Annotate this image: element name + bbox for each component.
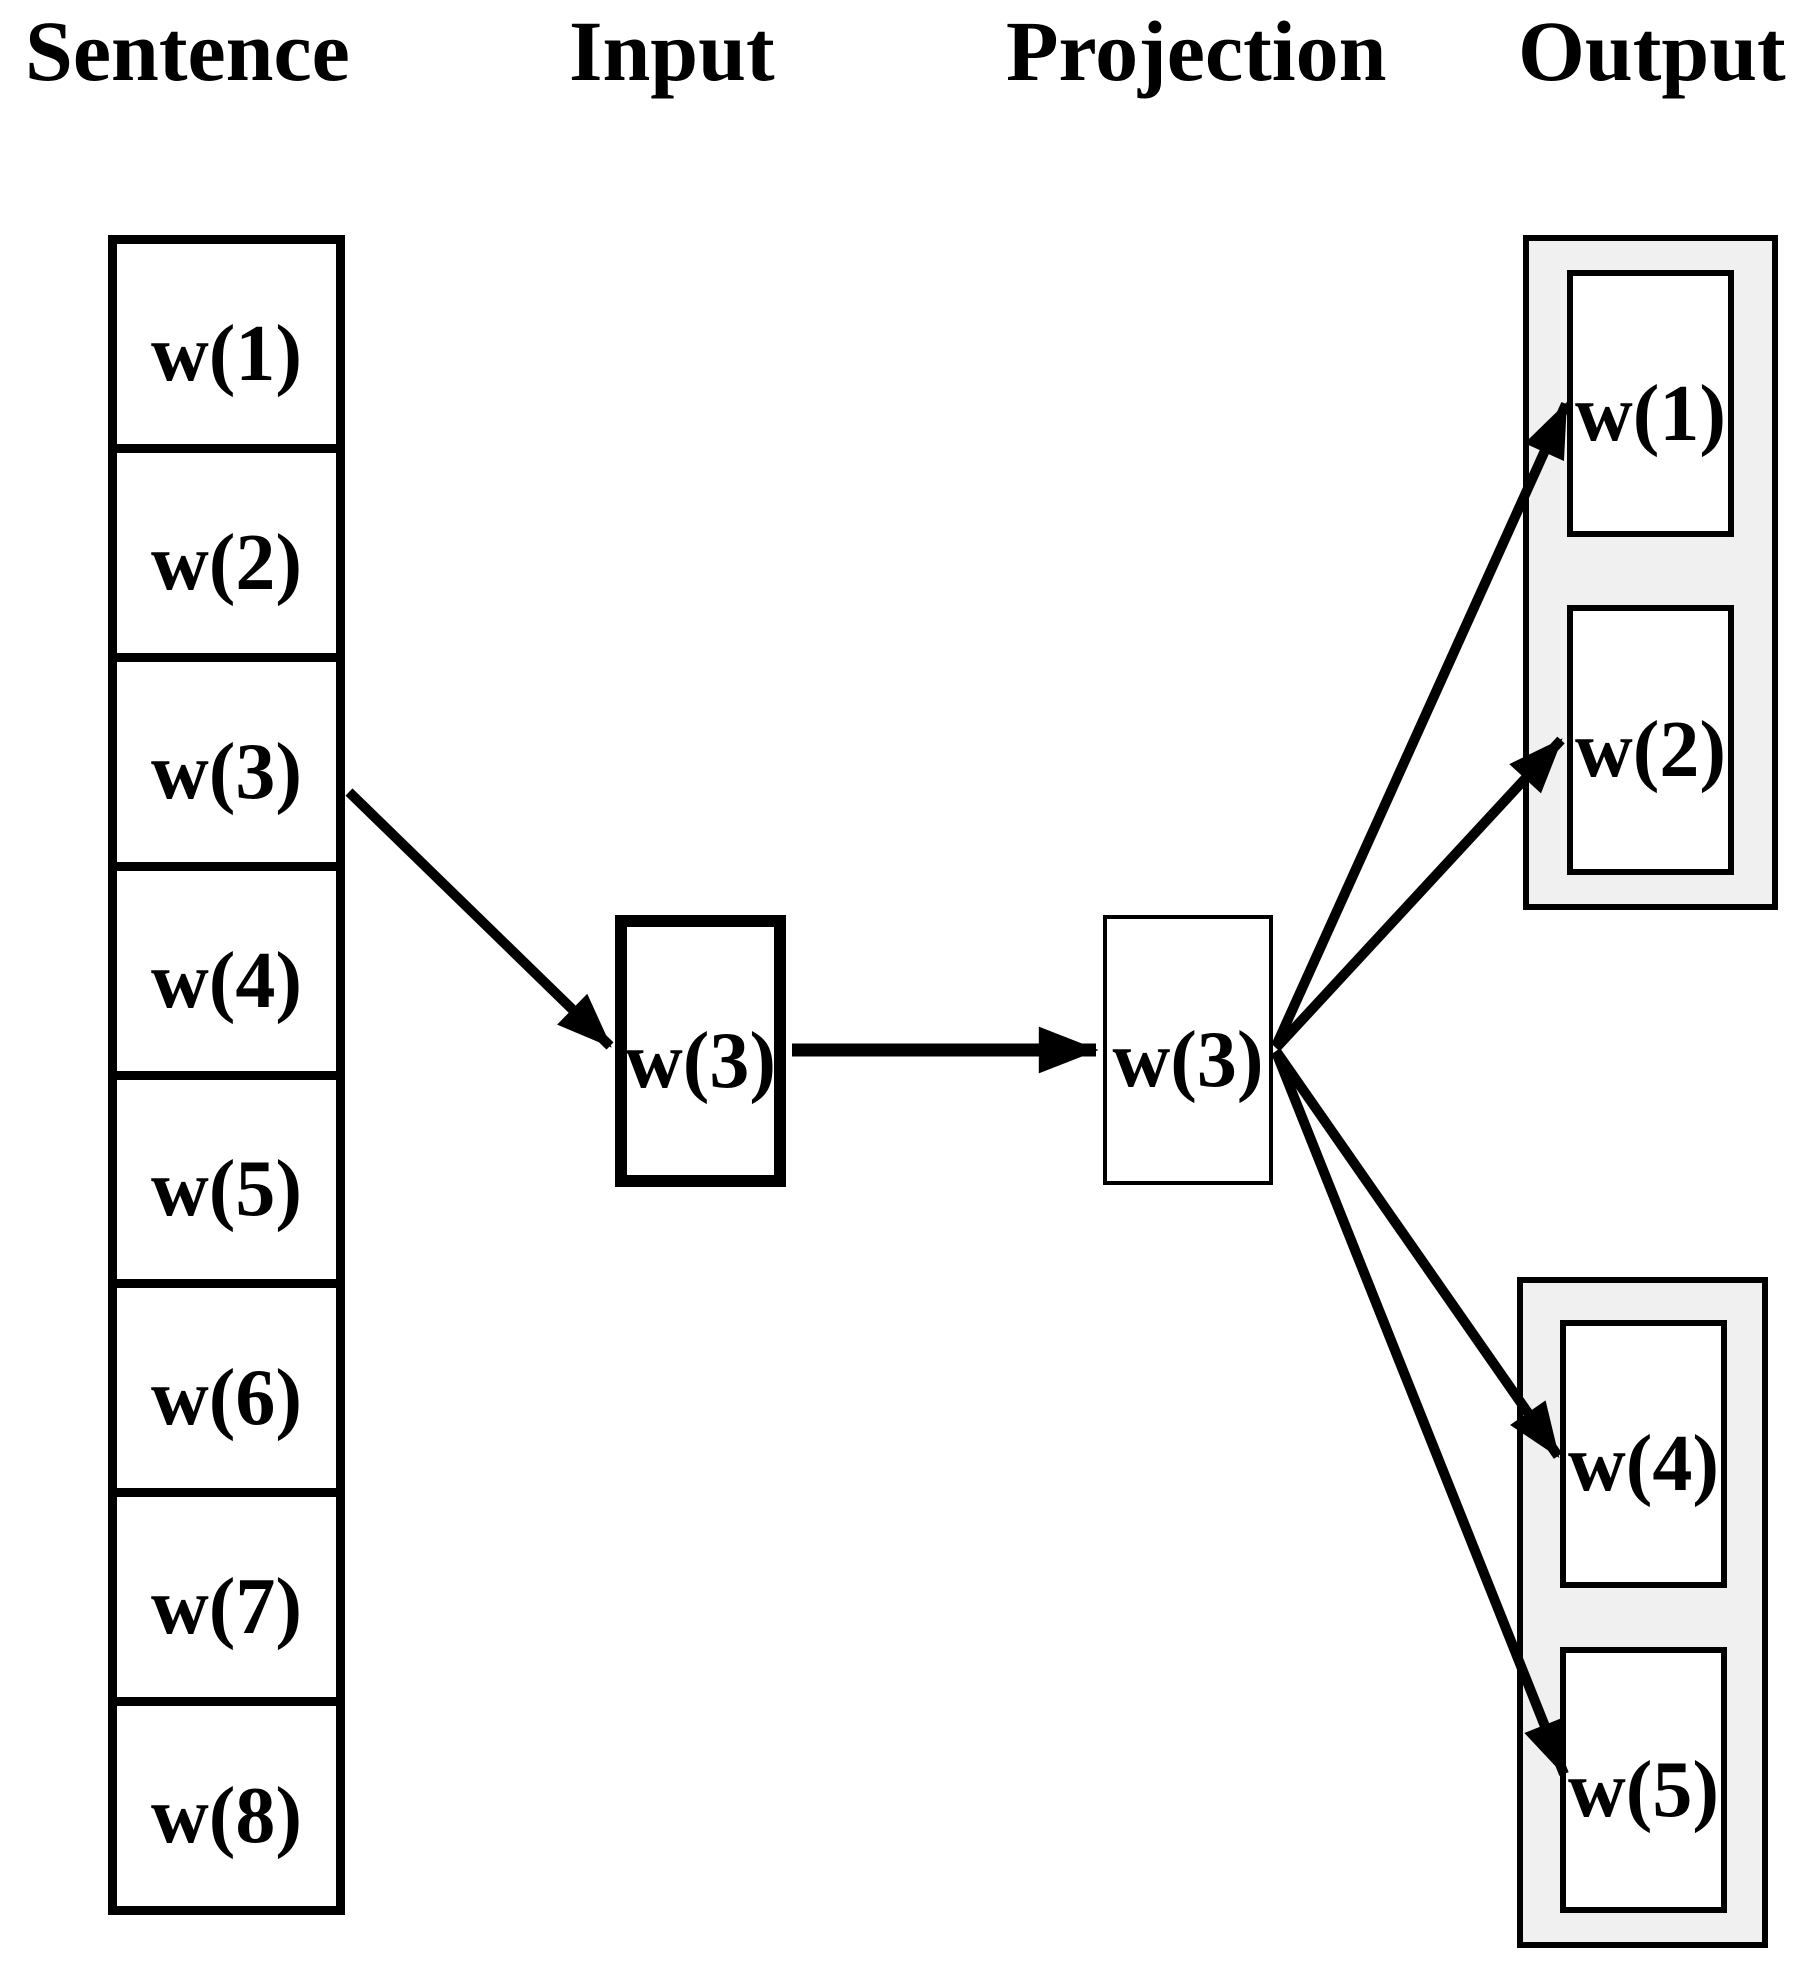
sentence-cell-1: w(1): [117, 244, 336, 444]
sentence-cell-label: w(7): [150, 1563, 303, 1652]
sentence-column: w(1) w(2) w(3) w(4) w(5) w(6) w(7) w(8): [108, 235, 345, 1915]
projection-box-label: w(3): [1112, 1016, 1264, 1104]
output-box-w4: w(4): [1560, 1320, 1727, 1588]
arrow-sentence-to-input: [345, 788, 614, 1050]
column-header-output: Output: [1518, 3, 1786, 99]
sentence-cell-6: w(6): [117, 1279, 336, 1488]
input-box: w(3): [615, 915, 786, 1187]
output-box-label: w(5): [1567, 1746, 1720, 1834]
arrow-projection-to-w2: [1272, 736, 1565, 1052]
sentence-cell-label: w(3): [150, 727, 303, 816]
sentence-cell-label: w(2): [150, 518, 303, 607]
column-header-sentence: Sentence: [25, 3, 350, 99]
column-header-input: Input: [569, 3, 775, 99]
sentence-cell-2: w(2): [117, 443, 336, 653]
output-box-w1: w(1): [1567, 270, 1734, 537]
output-box-label: w(4): [1567, 1420, 1720, 1508]
sentence-cell-label: w(1): [150, 309, 303, 398]
sentence-cell-8: w(8): [117, 1697, 336, 1906]
sentence-cell-5: w(5): [117, 1070, 336, 1280]
sentence-cell-label: w(8): [150, 1772, 303, 1861]
sentence-cell-label: w(5): [150, 1145, 303, 1234]
sentence-cell-label: w(6): [150, 1354, 303, 1443]
output-box-w2: w(2): [1567, 605, 1734, 875]
output-box-label: w(2): [1574, 706, 1727, 794]
column-header-projection: Projection: [1006, 3, 1387, 99]
sentence-cell-label: w(4): [150, 936, 303, 1025]
output-box-label: w(1): [1574, 369, 1727, 458]
sentence-cell-7: w(7): [117, 1488, 336, 1697]
output-box-w5: w(5): [1560, 1647, 1727, 1913]
arrow-projection-to-w4: [1271, 1048, 1563, 1459]
projection-box: w(3): [1103, 915, 1273, 1185]
input-box-label: w(3): [624, 1017, 777, 1105]
sentence-cell-3: w(3): [117, 652, 336, 862]
sentence-cell-4: w(4): [117, 861, 336, 1071]
